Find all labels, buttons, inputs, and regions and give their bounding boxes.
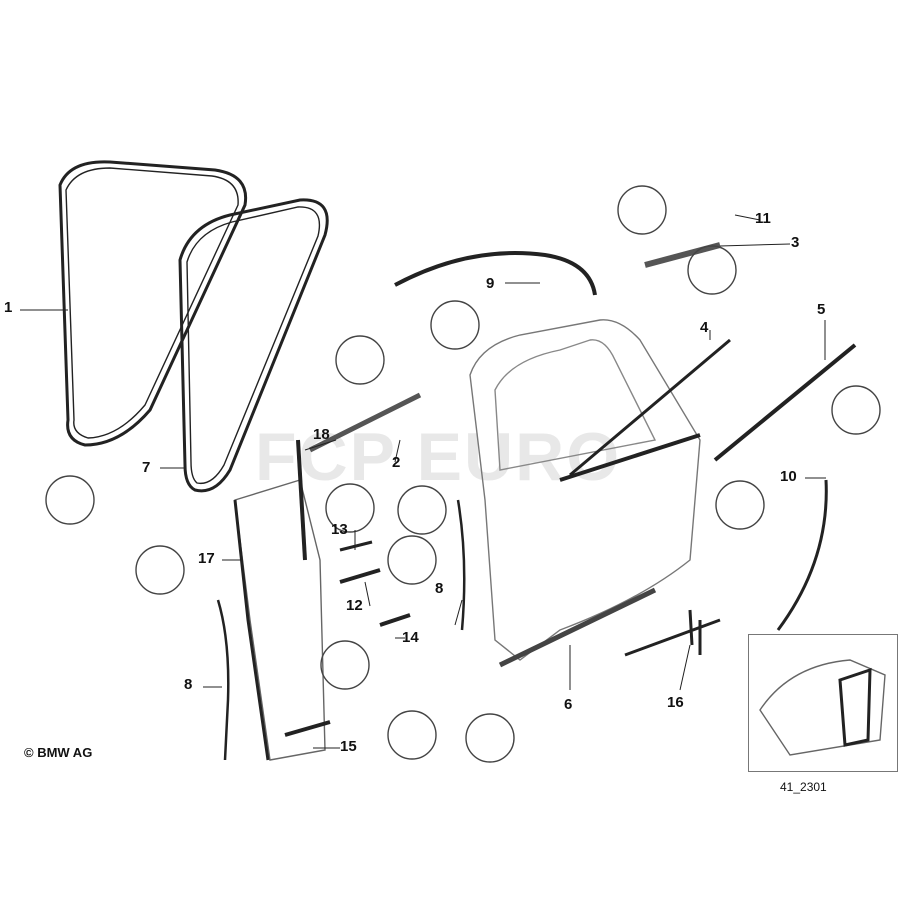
callout-8-left: 8 [184, 676, 193, 693]
callout-1: 1 [4, 299, 13, 316]
callout-7: 7 [142, 459, 151, 476]
callout-5: 5 [817, 301, 826, 318]
callout-4: 4 [700, 319, 709, 336]
sill-strip [498, 587, 657, 668]
callout-15: 15 [340, 738, 357, 755]
door-seal-rear [178, 198, 329, 493]
rear-door [469, 319, 701, 661]
callout-2: 2 [392, 454, 401, 471]
diagram-code: 41_2301 [780, 780, 827, 794]
door-moulding [713, 343, 857, 462]
callout-13: 13 [331, 521, 348, 538]
callout-9: 9 [486, 275, 495, 292]
window-guide-strip [308, 392, 422, 453]
callout-6: 6 [564, 696, 573, 713]
door-seal-front [58, 160, 248, 447]
callout-10: 10 [780, 468, 797, 485]
callout-14: 14 [402, 629, 419, 646]
vehicle-locator-inset [748, 634, 898, 772]
callout-8-right: 8 [435, 580, 444, 597]
door-check-strap [624, 609, 721, 657]
window-channel [394, 251, 597, 296]
copyright-label: © BMW AG [24, 745, 93, 760]
callout-16: 16 [667, 694, 684, 711]
callout-17: 17 [198, 550, 215, 567]
callout-12: 12 [346, 597, 363, 614]
callout-11: 11 [755, 210, 771, 227]
watermark: FCP EURO [255, 419, 622, 495]
callout-18: 18 [313, 426, 330, 443]
edge-seal-left [216, 599, 230, 761]
callout-3: 3 [791, 234, 800, 251]
